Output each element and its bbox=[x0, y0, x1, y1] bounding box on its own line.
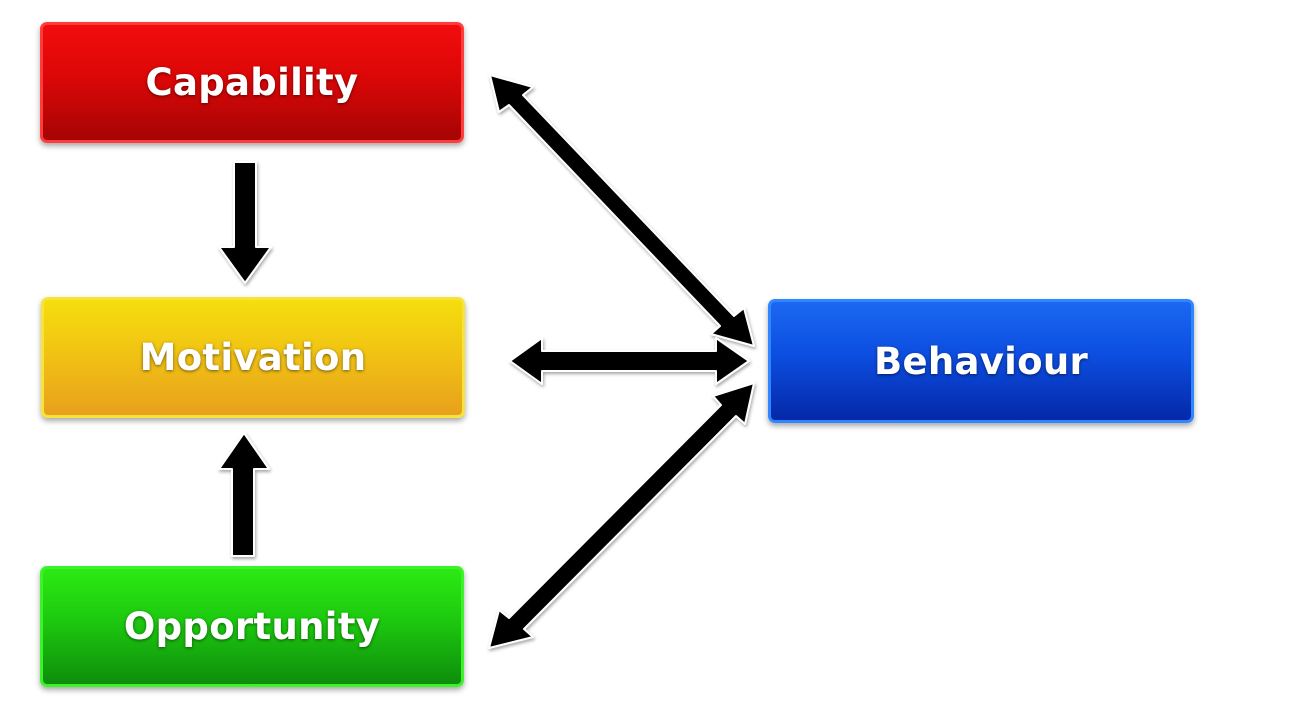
node-behaviour: Behaviour bbox=[768, 299, 1194, 423]
node-motivation-label: Motivation bbox=[139, 336, 367, 379]
node-opportunity: Opportunity bbox=[40, 566, 464, 687]
node-opportunity-label: Opportunity bbox=[123, 605, 381, 648]
arrow-capability-behaviour bbox=[489, 74, 755, 347]
node-capability-label: Capability bbox=[145, 61, 359, 104]
arrow-opportunity-to-motivation bbox=[218, 432, 270, 557]
arrow-motivation-behaviour bbox=[509, 337, 750, 385]
node-capability: Capability bbox=[40, 22, 464, 143]
arrow-opportunity-behaviour bbox=[488, 382, 755, 649]
node-motivation: Motivation bbox=[41, 297, 465, 418]
node-behaviour-label: Behaviour bbox=[873, 339, 1089, 383]
arrow-capability-to-motivation bbox=[218, 161, 272, 284]
